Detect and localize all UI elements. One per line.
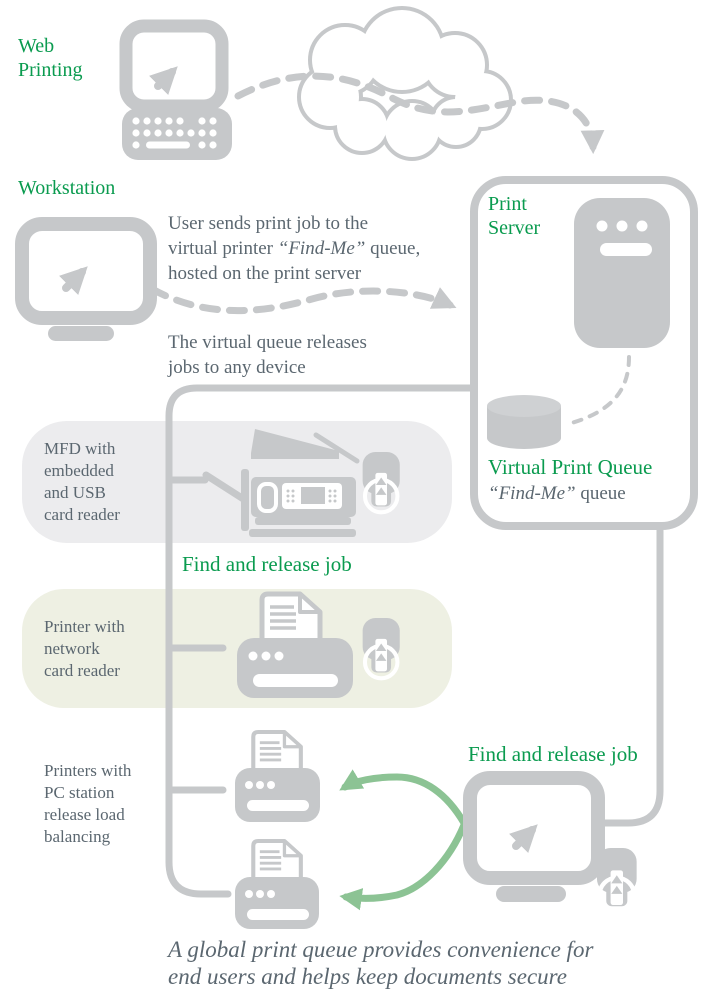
find-me-italic: “Find-Me” [277,238,366,259]
printer-icon-1 [235,729,320,822]
send-job-text-end: queue, hosted on the print server [168,238,421,284]
cloud-icon [297,6,513,161]
card-reader-icon-mfd [358,452,408,522]
workstation-label: Workstation [18,177,116,199]
device-connector-lines [165,384,664,898]
pc-printers-row-label: Printers with PC station release load ba… [44,761,132,846]
laptop-icon [119,19,232,160]
find-me-queue-label: “Find-Me” queue [488,483,626,505]
network-printer-icon [237,591,353,698]
dashed-arrow-web-to-server [234,72,605,155]
find-release-label-pc: Find and release job [468,742,638,766]
mfd-icon [202,429,360,537]
green-arrow-release [339,769,468,911]
mfd-row-label: MFD with embedded and USB card reader [44,439,120,524]
find-me-queue-italic: “Find-Me” [488,483,576,504]
send-job-text: User sends print job to the virtual prin… [168,213,369,259]
database-icon [487,395,561,449]
web-printing-label: Web Printing [18,35,83,81]
virtual-print-queue-label: Virtual Print Queue [488,455,653,479]
diagram-caption: A global print queue provides convenienc… [168,937,594,989]
card-reader-icon-network [358,618,408,688]
dashed-arrow-workstation-to-server [148,285,457,314]
dashed-curve-server-to-queue [566,355,631,426]
find-release-label-mfd: Find and release job [182,552,352,576]
send-job-paragraph: User sends print job to the virtual prin… [168,186,468,286]
server-icon [574,198,670,348]
print-server-label: Print Server [488,193,541,239]
workstation-monitor-icon [15,217,157,341]
release-monitor-icon [463,771,605,902]
card-reader-icon-pc [592,848,646,922]
network-printer-row-label: Printer with network card reader [44,617,125,680]
find-me-queue-rest: queue [575,483,626,504]
printer-icon-2 [235,838,319,929]
release-paragraph: The virtual queue releases jobs to any d… [168,332,367,378]
